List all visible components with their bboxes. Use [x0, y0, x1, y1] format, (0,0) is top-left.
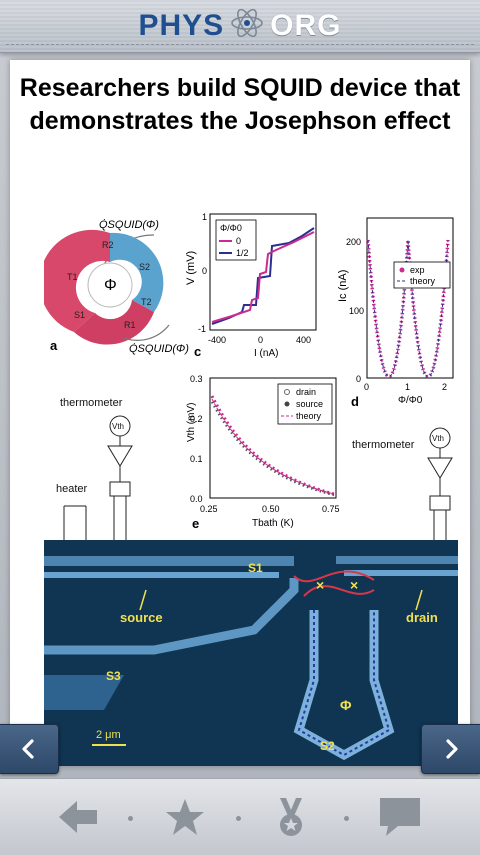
panel-c-xtick-400: 400 [296, 335, 311, 345]
panel-d-xtick-0: 0 [364, 382, 369, 392]
panel-e-letter: e [192, 516, 199, 531]
segment-s2: S2 [139, 262, 150, 272]
previous-article-button[interactable] [0, 724, 59, 774]
segment-r1: R1 [124, 320, 136, 330]
panel-c-xtick-m400: -400 [208, 335, 226, 345]
segment-s1: S1 [74, 310, 85, 320]
panel-e-ytick-03: 0.3 [190, 374, 203, 384]
phys-org-logo: PHYS ORG [0, 6, 480, 48]
panel-e-xlabel: Tbath (K) [252, 518, 294, 529]
segment-r2: R2 [102, 240, 114, 250]
back-icon [59, 801, 97, 833]
svg-text:×: × [316, 577, 324, 593]
article-title: Researchers build SQUID device that demo… [19, 74, 461, 135]
drain-label: drain [406, 610, 438, 625]
segment-t2: T2 [141, 297, 152, 307]
panel-d-xtick-1: 1 [405, 382, 410, 392]
panel-d-legend-exp: exp [410, 265, 425, 275]
panel-c-ytick-m1: -1 [198, 324, 206, 334]
scale-bar-label: 2 μm [96, 729, 121, 741]
comment-icon [380, 798, 420, 836]
article-card: Researchers build SQUID device that demo… [10, 60, 470, 766]
panel-e-xtick-075: 0.75 [322, 504, 340, 514]
panel-e-ylabel: Vth (mV) [186, 403, 197, 442]
panel-e-xtick-025: 0.25 [200, 504, 218, 514]
panel-e-ytick-00: 0.0 [190, 494, 203, 504]
phi-label: Φ [340, 697, 352, 713]
chevron-right-icon [446, 739, 458, 759]
panel-c-xtick-0: 0 [258, 335, 263, 345]
panel-a: Q̇SQUID(Φ) Φ R2 S2 T2 R1 S1 T1 Q̇SQUID(Φ… [39, 218, 189, 355]
source-label: source [120, 610, 163, 625]
panel-e-xtick-050: 0.50 [262, 504, 280, 514]
q-bottom-label: Q̇SQUID(Φ) [129, 342, 189, 355]
thermometer-left-label: thermometer [60, 397, 123, 409]
panel-e-legend-theory: theory [296, 411, 322, 421]
atom-icon [230, 6, 264, 48]
panel-c-ytick-0: 0 [202, 266, 207, 276]
panel-d-xlabel: Φ/Φ0 [398, 395, 423, 406]
panel-e-legend-drain: drain [296, 387, 316, 397]
panel-c-letter: c [194, 344, 201, 359]
svg-text:×: × [350, 577, 358, 593]
logo-org: ORG [270, 8, 342, 42]
separator-dot [236, 816, 241, 821]
panel-e-legend-source: source [296, 399, 323, 409]
panel-d-ylabel: Ic (nA) [337, 270, 349, 302]
s3-label: S3 [106, 669, 121, 683]
panel-d-legend-theory: theory [410, 276, 436, 286]
panel-a-letter: a [50, 338, 58, 353]
separator-dot [344, 816, 349, 821]
phi-center-label: Φ [104, 277, 117, 294]
header-stitching [6, 44, 474, 45]
panel-d-ytick-0: 0 [356, 374, 361, 384]
star-icon [166, 799, 204, 835]
favorite-button[interactable] [157, 793, 213, 841]
medal-icon [280, 798, 302, 836]
panel-c-ylabel: V (mV) [185, 251, 197, 285]
panel-d-ytick-100: 100 [349, 306, 364, 316]
vth-right-label: Vth [432, 434, 444, 443]
circuit-diagram: thermometer Vth heater thermometer Vth [56, 397, 453, 540]
panel-c-ytick-1: 1 [202, 212, 207, 222]
panel-c-legend-0: 0 [236, 236, 241, 246]
rate-button[interactable] [263, 793, 319, 841]
panel-e-ytick-02: 0.2 [190, 414, 203, 424]
panel-d-ytick-200: 200 [346, 237, 361, 247]
app-header: PHYS ORG [0, 0, 480, 53]
next-article-button[interactable] [421, 724, 480, 774]
comments-button[interactable] [372, 793, 428, 841]
heater-label: heater [56, 483, 88, 495]
thermometer-right-label: thermometer [352, 439, 415, 451]
panel-c-legend-half: 1/2 [236, 248, 249, 258]
s1-label: S1 [248, 561, 263, 575]
separator-dot [128, 816, 133, 821]
sem-micrograph: × × source drain S1 S2 S3 Φ 2 μm [44, 540, 458, 766]
panel-d-xtick-2: 2 [442, 382, 447, 392]
logo-phys: PHYS [138, 8, 225, 42]
chevron-left-icon [22, 739, 34, 759]
back-button[interactable] [50, 793, 106, 841]
panel-c-xlabel: I (nA) [254, 348, 278, 359]
panel-c: V (mV) 1 0 -1 -400 0 400 I (nA) c Φ/Φ0 0… [185, 212, 317, 359]
panel-d-letter: d [351, 394, 359, 409]
q-top-label: Q̇SQUID(Φ) [99, 218, 159, 231]
panel-e-ytick-01: 0.1 [190, 454, 203, 464]
vth-left-label: Vth [112, 422, 124, 431]
bottom-toolbar [0, 778, 480, 855]
panel-e: Vth (mV) 0.3 0.2 0.1 0.0 0.25 0.50 0.75 … [186, 374, 340, 531]
panel-c-legend-title: Φ/Φ0 [220, 223, 242, 233]
panel-d: Ic (nA) 200 100 0 0 1 2 Φ/Φ0 d exp theor… [337, 217, 454, 409]
segment-t1: T1 [67, 272, 78, 282]
article-figure[interactable]: Q̇SQUID(Φ) Φ R2 S2 T2 R1 S1 T1 Q̇SQUID(Φ… [39, 210, 458, 766]
s2-label: S2 [320, 739, 335, 753]
